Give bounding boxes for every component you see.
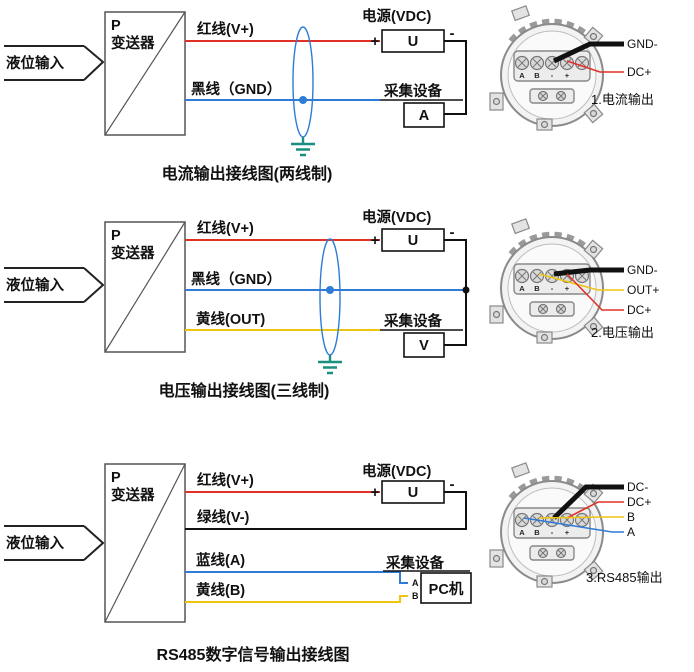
a-wire-label: 蓝线(A)	[196, 551, 245, 569]
out-wire-label: 黄线(OUT)	[196, 310, 265, 328]
lead-label-gnd: GND-	[627, 263, 658, 277]
collector-unit: PC机	[429, 580, 464, 598]
input-arrow	[4, 525, 105, 561]
power-unit: U	[408, 34, 418, 50]
shield-ellipse	[319, 238, 341, 356]
lead-label-a: A	[627, 525, 635, 539]
input-label: 液位输入	[6, 276, 64, 294]
power-minus: -	[450, 476, 455, 493]
shield-junction-dot	[326, 286, 334, 294]
black-cable	[552, 41, 624, 64]
return-wire	[444, 40, 467, 115]
transmitter-name: 变送器	[111, 486, 155, 504]
gnd-wire-label: 黑线（GND）	[191, 270, 281, 288]
lead-label-dcplus: DC+	[627, 65, 651, 79]
collector-pin-a: A	[412, 578, 419, 588]
yellow-lead	[538, 516, 624, 519]
lead-label-b: B	[627, 510, 635, 524]
red-wire-label: 红线(V+)	[197, 471, 254, 489]
wiring-section-voltage: 液位输入 P 变送器 红线(V+) 电源(VDC) + U - 黑线（GND） …	[4, 208, 659, 400]
collector-unit: V	[419, 338, 429, 354]
section-caption: 电流输出接线图(两线制)	[162, 164, 333, 183]
collector-title: 采集设备	[383, 82, 442, 100]
b-wire	[185, 595, 408, 603]
power-unit: U	[408, 485, 418, 501]
input-label: 液位输入	[6, 534, 64, 552]
collector-unit: A	[419, 108, 430, 124]
red-wire-label: 红线(V+)	[197, 20, 254, 38]
transmitter-p: P	[111, 228, 121, 244]
wiring-section-current: A B - + 液位输入 P 变送器 红线(V+) 电源(VDC) + U - …	[4, 0, 658, 183]
lead-label-dcplus: DC+	[627, 495, 651, 509]
collector-title: 采集设备	[383, 312, 442, 330]
collector-title: 采集设备	[385, 554, 444, 572]
lead-label-dcplus: DC+	[627, 303, 651, 317]
vminus-wire	[185, 491, 467, 530]
power-plus: +	[371, 232, 380, 249]
terminal-housing	[490, 219, 603, 343]
terminal-caption: 2.电压输出	[591, 325, 654, 340]
transmitter-diagonal	[104, 221, 186, 353]
power-plus: +	[371, 484, 380, 501]
power-title: 电源(VDC)	[362, 7, 431, 25]
lead-label-dcminus: DC-	[627, 480, 648, 494]
power-unit: U	[408, 233, 418, 249]
ground-icon	[318, 355, 342, 375]
shield-ellipse	[292, 26, 314, 138]
black-cable	[552, 484, 624, 520]
transmitter-name: 变送器	[111, 244, 155, 262]
collector-unit-box	[403, 102, 445, 128]
collector-unit-box	[420, 572, 472, 604]
terminal-housing	[490, 463, 603, 587]
blue-lead	[523, 517, 624, 533]
section-caption: RS485数字信号输出接线图	[157, 645, 350, 664]
section-caption: 电压输出接线图(三线制)	[159, 381, 330, 400]
input-arrow	[4, 267, 105, 303]
collector-unit-box	[403, 332, 445, 358]
b-wire-label: 黄线(B)	[196, 581, 245, 599]
lead-label-out: OUT+	[627, 283, 659, 297]
collector-pin-b: B	[412, 591, 419, 601]
input-label: 液位输入	[6, 54, 64, 72]
junction-dot	[299, 96, 307, 104]
ground-icon	[291, 137, 315, 157]
terminal-caption: 3.RS485输出	[586, 570, 663, 585]
transmitter-diagonal	[104, 463, 186, 623]
red-wire-label: 红线(V+)	[197, 219, 254, 237]
transmitter-p: P	[111, 470, 121, 486]
yellow-lead	[538, 273, 624, 291]
vminus-wire-label: 绿线(V-)	[197, 508, 250, 526]
transmitter-name: 变送器	[111, 34, 155, 52]
terminal-caption: 1.电流输出	[591, 92, 654, 107]
gnd-wire-label: 黑线（GND）	[191, 80, 281, 98]
lead-label-gnd: GND-	[627, 37, 658, 51]
red-lead	[566, 501, 624, 519]
input-arrow	[4, 45, 105, 81]
transmitter-diagonal	[104, 11, 186, 136]
power-minus: -	[450, 224, 455, 241]
a-wire	[185, 571, 408, 584]
black-cable	[553, 267, 624, 277]
power-title: 电源(VDC)	[362, 462, 431, 480]
red-lead	[566, 60, 624, 73]
power-plus: +	[371, 33, 380, 50]
wiring-section-rs485: 液位输入 P 变送器 红线(V+) 电源(VDC) + U - 绿线(V-) 蓝…	[4, 410, 663, 664]
power-title: 电源(VDC)	[362, 208, 431, 226]
transmitter-p: P	[111, 18, 121, 34]
power-minus: -	[450, 25, 455, 42]
junction-dot	[462, 286, 470, 294]
red-lead	[566, 273, 624, 311]
